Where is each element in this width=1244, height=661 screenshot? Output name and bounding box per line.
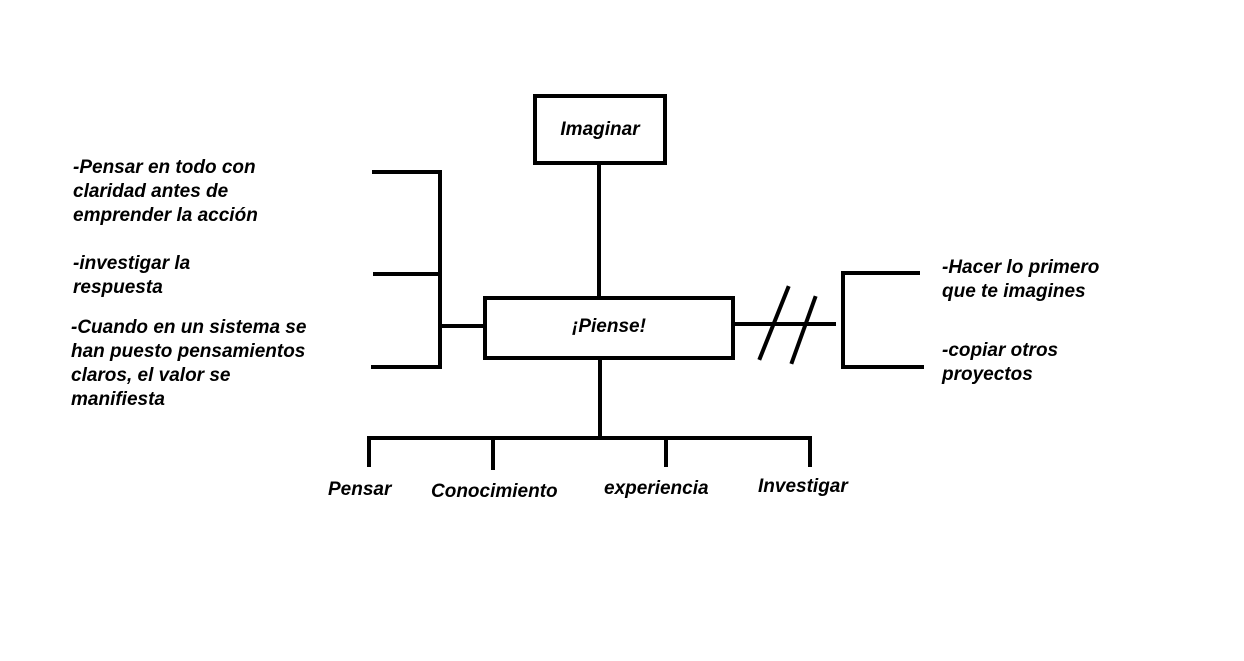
- bottom-item-investigar: Investigar: [758, 476, 848, 497]
- left-item-3-line-2: han puesto pensamientos: [71, 341, 306, 362]
- imaginar-label: Imaginar: [560, 118, 640, 140]
- bottom-item-experiencia: experiencia: [604, 478, 709, 499]
- left-item-1-line-1: -Pensar en todo con: [73, 157, 256, 178]
- right-item-1-line-2: que te imagines: [942, 281, 1086, 302]
- left-item-3: -Cuando en un sistema se han puesto pens…: [71, 316, 306, 412]
- left-item-2-line-1: -investigar la: [73, 253, 191, 274]
- piense-label: ¡Piense!: [572, 316, 646, 337]
- right-item-1: -Hacer lo primero que te imagines: [942, 256, 1099, 304]
- left-item-1-line-2: claridad antes de: [73, 181, 229, 202]
- negation-slash-2: [789, 295, 818, 365]
- right-item-2-line-1: -copiar otros: [942, 340, 1059, 361]
- right-item-1-line-1: -Hacer lo primero: [942, 257, 1100, 278]
- left-item-3-line-1: -Cuando en un sistema se: [71, 317, 307, 338]
- left-item-2: -investigar la respuesta: [73, 252, 190, 300]
- bottom-item-pensar: Pensar: [328, 479, 392, 500]
- right-item-2-line-2: proyectos: [942, 364, 1033, 385]
- left-item-1-line-3: emprender la acción: [73, 205, 258, 226]
- left-item-2-line-2: respuesta: [73, 277, 163, 298]
- bottom-item-conocimiento: Conocimiento: [431, 481, 558, 502]
- left-item-3-line-4: manifiesta: [71, 389, 165, 410]
- negation-slash-1: [757, 285, 791, 361]
- left-item-1: -Pensar en todo con claridad antes de em…: [73, 156, 258, 228]
- left-item-3-line-3: claros, el valor se: [71, 365, 231, 386]
- right-item-2: -copiar otros proyectos: [942, 339, 1058, 387]
